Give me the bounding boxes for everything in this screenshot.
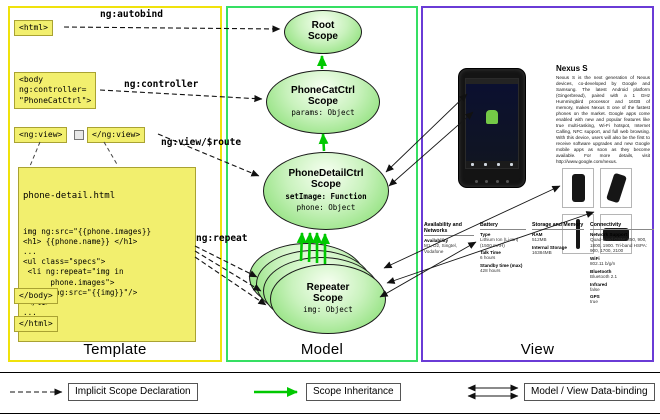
spec-header: Availability and Networks [424, 222, 474, 236]
dock-icon [497, 163, 500, 166]
spec-row: RAM 512MB [532, 232, 584, 243]
repeater-title: Repeater [306, 281, 350, 293]
phone-detail-filename: phone-detail.html [23, 191, 116, 202]
spec-value: false [590, 286, 600, 292]
spec-row: Talk Time 6 hours [480, 250, 526, 261]
spec-column-availability: Availability and Networks Availability M… [424, 222, 474, 307]
spec-table: Availability and Networks Availability M… [424, 222, 654, 307]
model-panel-label: Model [300, 341, 344, 358]
spec-row: Internal Storage 16384MB [532, 245, 584, 256]
spec-value: 6 hours [480, 255, 496, 261]
spec-value: 512MB [532, 237, 547, 242]
spec-column-storage: Storage and Memory RAM 512MB Internal St… [532, 222, 584, 307]
detailctrl-title: PhoneDetailCtrl [288, 168, 364, 180]
body-open-tag: <body ng:controller= "PhoneCatCtrl"> [14, 72, 97, 110]
spec-value: 16384MB [532, 249, 552, 255]
root-scope-title: Root [311, 20, 335, 32]
spec-column-connectivity: Connectivity Network Support Quad-band G… [590, 222, 654, 307]
dock-icon [471, 163, 474, 166]
spec-label: Bluetooth [590, 268, 612, 274]
spec-value: 428 hours [480, 268, 501, 274]
phone-image [458, 68, 526, 188]
dock-icon [510, 163, 513, 166]
repeater-scope-ellipse: Repeater Scope img: Object [270, 264, 386, 334]
spec-value: 802.11 b/g/n [590, 261, 616, 267]
spec-row: WiFi 802.11 b/g/n [590, 256, 654, 267]
spec-label: Network Support [590, 232, 628, 237]
phonecatctrl-scope-ellipse: PhoneCatCtrl Scope params: Object [266, 70, 380, 134]
spec-row: Bluetooth Bluetooth 2.1 [590, 269, 654, 280]
spec-column-battery: Battery Type Lithium Ion (Li-Ion) (1500 … [480, 222, 526, 307]
ng-controller-label: ng:controller [124, 79, 199, 90]
ng-repeat-label: ng:repeat [196, 233, 248, 244]
phone-front-icon [571, 174, 585, 202]
html-close-tag: </html> [14, 316, 58, 333]
spec-value: M1, O2, Singtel, Vodafone [424, 243, 457, 254]
spec-row: Availability M1, O2, Singtel, Vodafone [424, 238, 474, 254]
phone-screen [465, 78, 519, 169]
phone-description-text: Nexus S is the next generation of Nexus … [556, 75, 650, 164]
phone-buttons [459, 180, 525, 183]
legend-scope-inheritance: Scope Inheritance [306, 383, 401, 401]
thumbnail-angled [600, 168, 632, 208]
thumbnail-landscape [600, 214, 632, 254]
spec-value: true [590, 299, 598, 305]
spec-header: Battery [480, 222, 526, 230]
spec-label: Infrared [590, 281, 608, 287]
legend-data-binding: Model / View Data-binding [524, 383, 655, 401]
ngview-connector-icon [74, 130, 84, 140]
spec-row: Infrared false [590, 282, 654, 293]
phone-dock [466, 161, 518, 168]
root-scope-subtitle: Scope [307, 31, 338, 42]
detailctrl-prop-setimage: setImage: Function [285, 192, 367, 202]
ngview-close-tag: </ng:view> [87, 127, 146, 144]
legend-implicit-scope: Implicit Scope Declaration [68, 383, 198, 401]
phone-angled-icon [605, 172, 627, 204]
repeater-subtitle: Scope [312, 292, 343, 304]
spec-row: Network Support Quad-band GSM: 850, 900,… [590, 232, 654, 254]
catctrl-prop: params: Object [291, 108, 355, 118]
spec-header: Connectivity [590, 222, 654, 230]
phone-button-icon [495, 180, 499, 183]
ng-autobind-label: ng:autobind [100, 9, 163, 20]
spec-value: Lithium Ion (Li-Ion) (1500 mAH) [480, 237, 519, 248]
body-close-tag: </body> [14, 288, 58, 305]
spec-value: Quad-band GSM: 850, 900, 1800, 1900. Tri… [590, 237, 648, 254]
phone-statusbar [466, 79, 518, 84]
phone-landscape-icon [603, 227, 629, 241]
spec-row: Type Lithium Ion (Li-Ion) (1500 mAH) [480, 232, 526, 248]
thumbnail-front [562, 168, 594, 208]
phone-detail-code: img ng:src="{{phone.images}} <h1> {{phon… [23, 226, 152, 318]
detailctrl-prop-phone: phone: Object [296, 202, 356, 212]
repeater-prop-img: img: Object [303, 305, 353, 315]
phone-button-icon [506, 180, 510, 183]
view-panel-label: View [520, 341, 555, 358]
catctrl-subtitle: Scope [307, 95, 338, 107]
phone-button-icon [474, 180, 478, 183]
spec-label: WiFi [590, 256, 600, 262]
catctrl-title: PhoneCatCtrl [291, 84, 355, 96]
phone-button-icon [485, 180, 489, 183]
spec-label: GPS [590, 294, 600, 300]
phone-name-heading: Nexus S [556, 64, 588, 73]
template-panel-label: Template [83, 341, 147, 358]
spec-row: Standby time (max) 428 hours [480, 263, 526, 274]
spec-header: Storage and Memory [532, 222, 584, 230]
legend-divider-bottom [0, 413, 660, 414]
phone-description-block: Nexus S Nexus S is the next generation o… [556, 64, 650, 165]
root-scope-ellipse: Root Scope [284, 10, 362, 54]
detailctrl-subtitle: Scope [310, 179, 341, 191]
legend-divider-top [0, 372, 660, 373]
dock-icon [484, 163, 487, 166]
html-open-tag: <html> [14, 20, 53, 37]
spec-row: GPS true [590, 294, 654, 305]
android-logo-icon [486, 110, 498, 125]
phonedetailctrl-scope-ellipse: PhoneDetailCtrl Scope setImage: Function… [263, 152, 389, 230]
ngview-open-tag: <ng:view> [14, 127, 68, 144]
phone-screen-content [466, 84, 518, 161]
ng-view-route-label: ng:view/$route [161, 137, 242, 148]
spec-value: Bluetooth 2.1 [590, 273, 618, 279]
